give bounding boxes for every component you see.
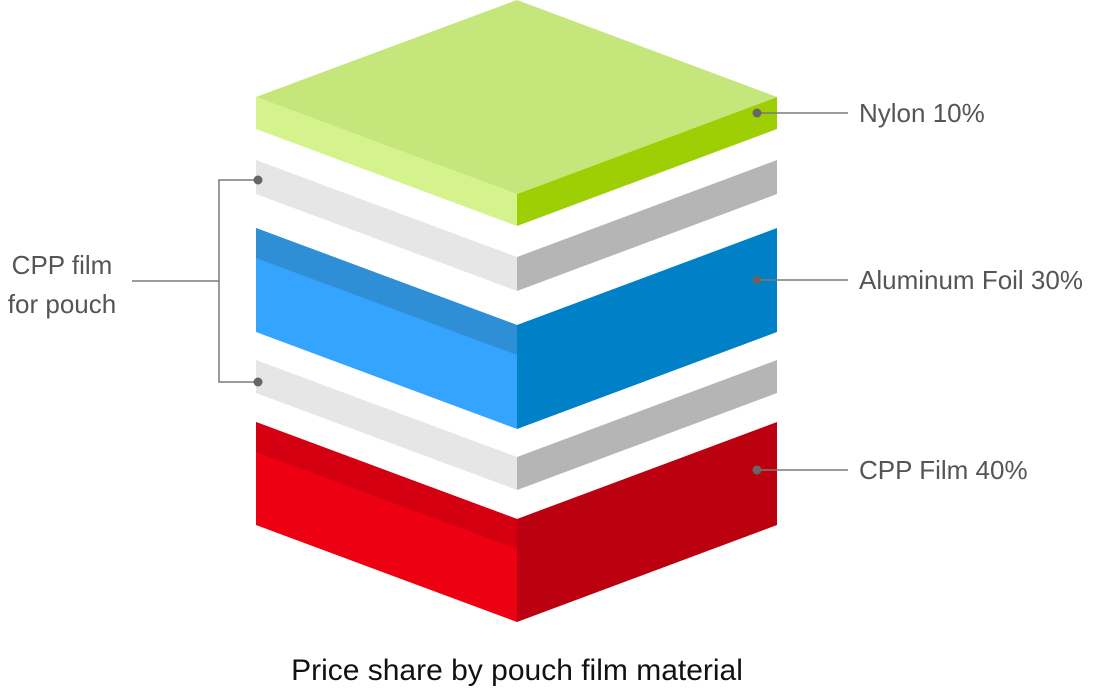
cpp-film-share-label: CPP Film 40%: [859, 455, 1028, 485]
layer-aluminum-foil: [256, 228, 777, 429]
nylon-leader-dot: [752, 108, 762, 118]
group-label-line-1: CPP film: [11, 250, 113, 280]
material-layers: [256, 0, 777, 622]
aluminum-foil-share-label: Aluminum Foil 30%: [859, 265, 1083, 295]
cpp-lower-right-face: [517, 360, 777, 490]
diagram-title: Price share by pouch film material: [291, 654, 743, 687]
cpp-film-right-face: [517, 422, 777, 622]
cpp-lower-leader-dot: [253, 377, 263, 387]
nylon-right-face: [517, 97, 777, 226]
cpp-bracket-line: [218, 179, 258, 383]
cpp-upper-right-face: [517, 160, 777, 291]
nylon-left-face: [256, 97, 517, 226]
layer-cpp-film: [256, 422, 777, 622]
nylon-top-face: [256, 0, 777, 194]
nylon-share-label: Nylon 10%: [859, 98, 985, 128]
cpp-film-leader-dot: [752, 465, 762, 475]
cpp-upper-leader-dot: [253, 175, 263, 185]
layer-nylon: [256, 0, 777, 226]
leader-lines: [132, 108, 848, 475]
aluminum-foil-right-face: [517, 228, 777, 429]
layer-cpp-upper: [256, 160, 777, 291]
layer-cpp-lower: [256, 360, 777, 490]
aluminum-foil-edge-band: [256, 228, 517, 355]
cpp-film-for-pouch-label: CPP film for pouch: [0, 246, 124, 324]
cpp-lower-left-face: [256, 360, 517, 490]
group-label-line-2: for pouch: [7, 289, 117, 319]
cpp-film-edge-band: [256, 422, 517, 549]
aluminum-foil-leader-dot: [752, 275, 762, 285]
cpp-upper-left-face: [256, 160, 517, 291]
